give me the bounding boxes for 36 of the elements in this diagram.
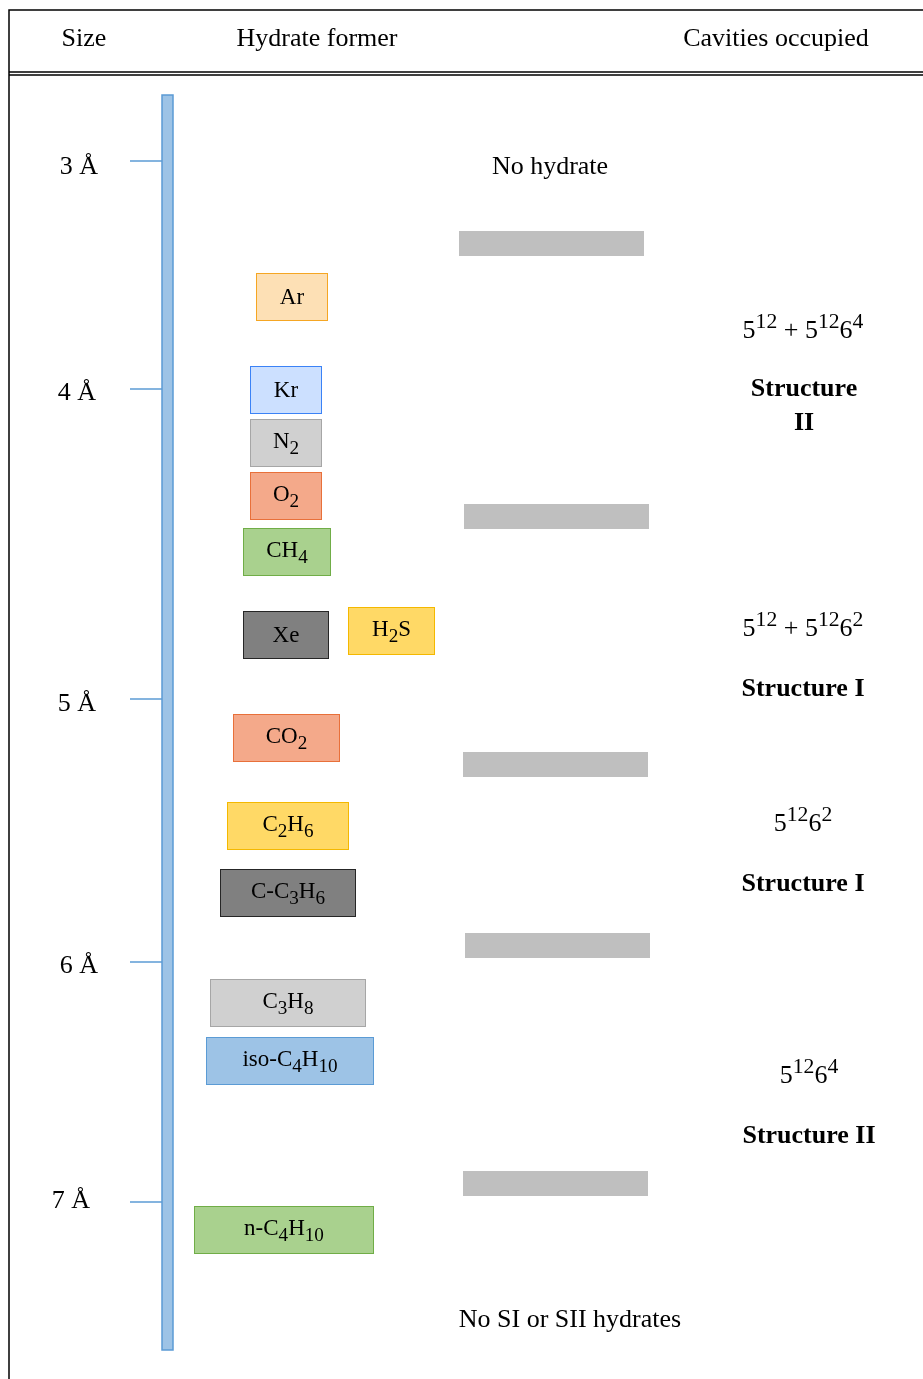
structure-label: Structure II: [749, 372, 859, 438]
structure-label: Structure I: [741, 868, 865, 898]
size-label: 3 Å: [59, 151, 99, 181]
divider-bar: [463, 752, 648, 777]
hydrate-former-box: C$_{2}$H$_{6}$: [227, 802, 349, 850]
divider-bar: [463, 1171, 648, 1196]
hydrate-former-box: C-C$_{3}$H$_{6}$: [220, 869, 356, 917]
column-header: Hydrate former: [236, 23, 398, 53]
region-note: No hydrate: [491, 151, 609, 181]
hydrate-former-box: Kr: [250, 366, 322, 414]
hydrate-former-box: CH$_{4}$: [243, 528, 331, 576]
hydrate-former-box: Ar: [256, 273, 328, 321]
hydrate-former-box: C$_{3}$H$_{8}$: [210, 979, 366, 1027]
hydrate-former-box: O$_{2}$: [250, 472, 322, 520]
cavity-formula: 5$^{12}$ + 5$^{12}$6$^{2}$: [742, 607, 864, 643]
region-note: No SI or SII hydrates: [458, 1304, 682, 1334]
hydrate-former-box: iso-C$_{4}$H$_{10}$: [206, 1037, 374, 1085]
size-label: 6 Å: [59, 950, 99, 980]
structure-label: Structure I: [741, 673, 865, 703]
cavity-formula: 5$^{12}$6$^{4}$: [779, 1054, 839, 1090]
size-label: 5 Å: [57, 688, 97, 718]
divider-bar: [465, 933, 650, 958]
structure-label: Structure II: [742, 1120, 876, 1150]
column-header: Size: [61, 23, 107, 53]
hydrate-former-box: N$_{2}$: [250, 419, 322, 467]
divider-bar: [464, 504, 649, 529]
divider-bar: [459, 231, 644, 256]
hydrate-former-box: H$_{2}$S: [348, 607, 435, 655]
hydrate-former-box: Xe: [243, 611, 329, 659]
size-label: 4 Å: [57, 377, 97, 407]
cavity-formula: 5$^{12}$ + 5$^{12}$6$^{4}$: [742, 309, 864, 345]
hydrate-former-box: CO$_{2}$: [233, 714, 340, 762]
cavity-formula: 5$^{12}$6$^{2}$: [773, 802, 833, 838]
column-header: Cavities occupied: [683, 23, 869, 53]
hydrate-former-box: n-C$_{4}$H$_{10}$: [194, 1206, 374, 1254]
size-label: 7 Å: [51, 1185, 91, 1215]
